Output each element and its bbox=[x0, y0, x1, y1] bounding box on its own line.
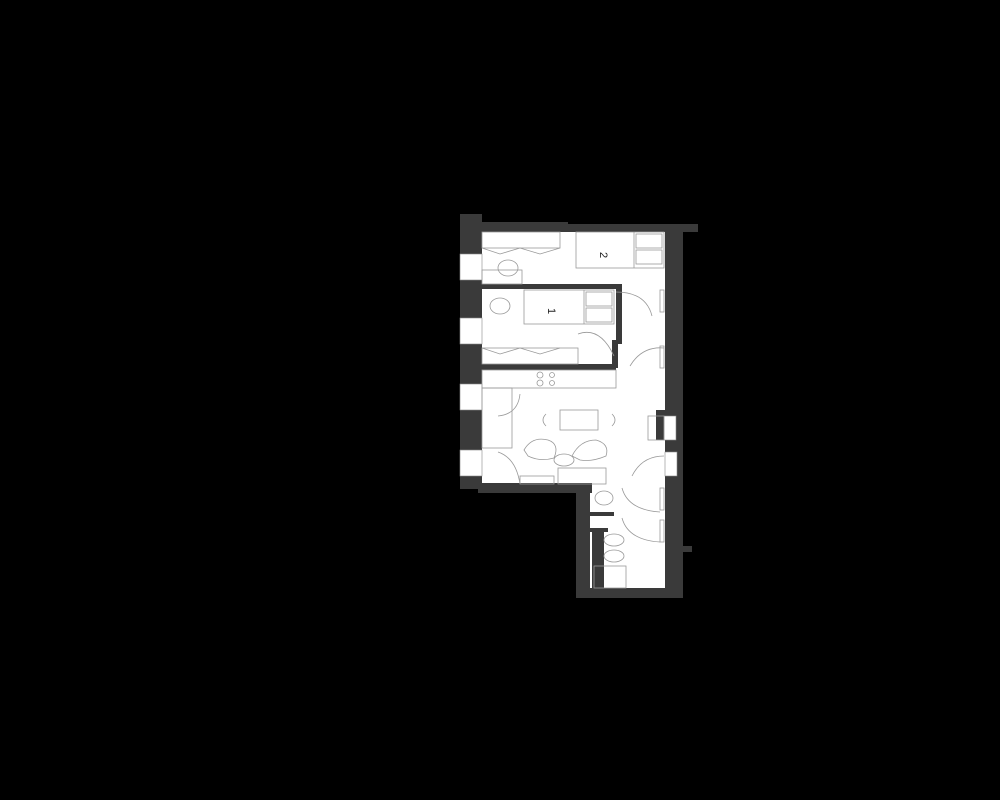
sink bbox=[594, 490, 614, 506]
sofa bbox=[557, 467, 607, 485]
kitchen-counter bbox=[481, 369, 617, 389]
shower bbox=[593, 565, 627, 589]
toilet bbox=[603, 549, 625, 563]
bed-1 bbox=[523, 289, 615, 325]
bed-2 bbox=[575, 231, 665, 269]
furniture bbox=[481, 231, 665, 589]
bed-label-1: 1 bbox=[545, 308, 557, 314]
dining-table bbox=[559, 409, 599, 431]
bed-label-2: 2 bbox=[597, 252, 609, 258]
floor-area bbox=[478, 226, 668, 590]
bidet bbox=[603, 533, 625, 547]
windows bbox=[459, 253, 678, 477]
